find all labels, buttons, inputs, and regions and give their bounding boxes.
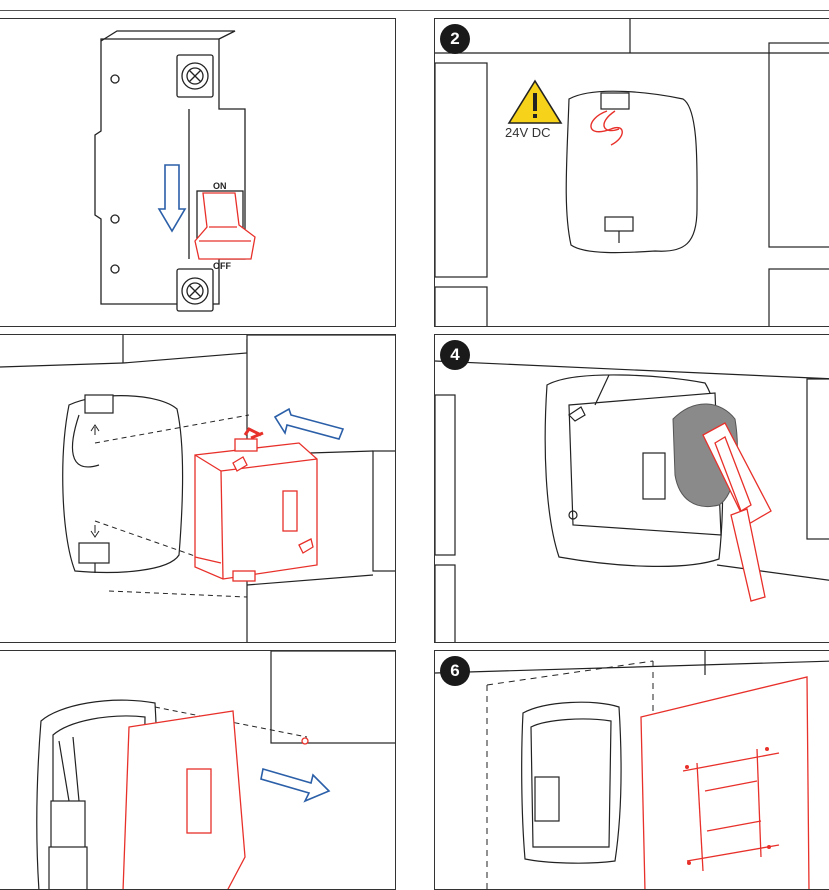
template-illustration bbox=[435, 651, 829, 889]
breaker-illustration: ON OFF bbox=[94, 30, 256, 312]
wall-cable-illustration: 24V DC bbox=[435, 19, 829, 326]
inner-cover-sheet bbox=[122, 710, 309, 889]
on-label: ON bbox=[213, 181, 227, 191]
step-2-panel: 24V DC 2 bbox=[434, 18, 829, 327]
top-rule bbox=[0, 10, 829, 11]
warning-icon bbox=[507, 79, 563, 124]
opened-cover bbox=[702, 422, 772, 602]
push-arrow-icon bbox=[273, 407, 345, 440]
step-4-panel: 4 bbox=[434, 334, 829, 643]
step-6-panel: 6 bbox=[434, 650, 829, 890]
remove-cover-illustration bbox=[36, 651, 395, 889]
step-5-panel bbox=[0, 650, 396, 890]
off-label: OFF bbox=[213, 261, 231, 271]
open-cover-illustration bbox=[435, 360, 829, 642]
step-3-panel bbox=[0, 334, 396, 643]
box-mount-illustration bbox=[0, 335, 395, 642]
step-6-badge: 6 bbox=[440, 656, 470, 686]
voltage-label: 24V DC bbox=[505, 125, 551, 140]
slide-arrow-icon bbox=[260, 767, 331, 803]
step-1-panel: ON OFF bbox=[0, 18, 396, 327]
junction-box bbox=[194, 438, 318, 582]
down-arrow-icon bbox=[157, 164, 187, 233]
step-2-badge: 2 bbox=[440, 24, 470, 54]
step-4-badge: 4 bbox=[440, 340, 470, 370]
drilling-template bbox=[640, 676, 810, 889]
